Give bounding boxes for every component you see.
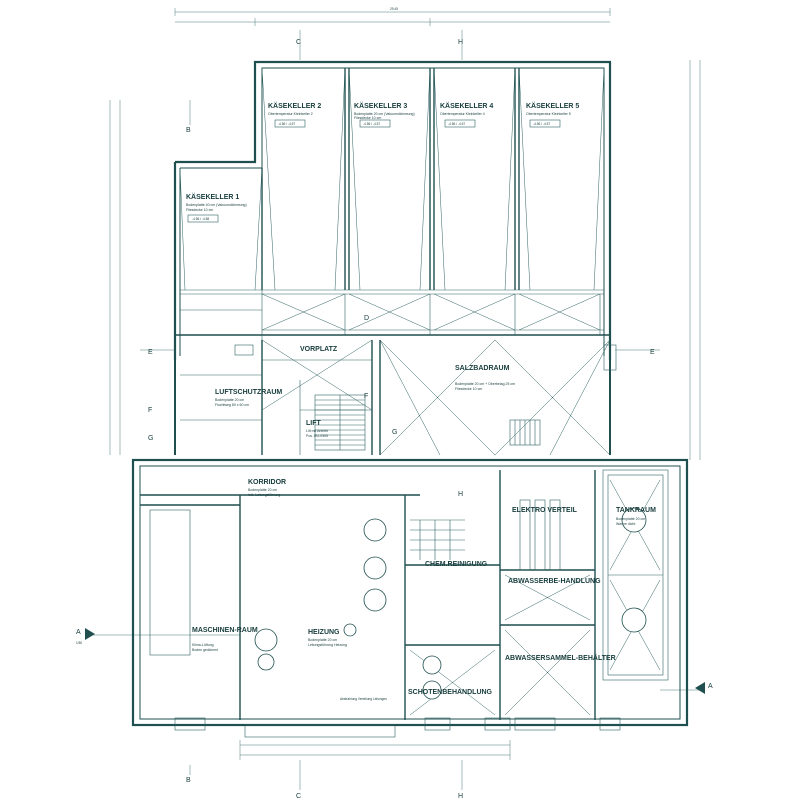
room-note: Bodenplatte 40 cm (Vakuumdämmung)	[186, 203, 247, 207]
level-tag: -4.56 / -4.57	[448, 122, 465, 126]
heating-tanks	[254, 507, 647, 700]
room-label-kaesekeller-4: KÄSEKELLER 4	[440, 102, 493, 110]
room-label-lift: LIFT	[306, 420, 321, 427]
level-tag: -4.56 / -4.57	[533, 122, 550, 126]
room-note: Fliesdecke 10 cm	[186, 208, 213, 212]
room-note: Bodenplatte 20 cm	[308, 638, 337, 642]
level-tag: -4.56 / -4.58	[192, 217, 209, 221]
section-mark-a-right: A	[708, 683, 713, 690]
section-scale: 1/50	[76, 641, 82, 645]
section-mark-c-top: C	[296, 39, 301, 46]
lower-walls	[131, 458, 689, 738]
room-label-kaesekeller-3: KÄSEKELLER 3	[354, 102, 407, 110]
room-label-tankraum: TANKRAUM	[616, 507, 656, 514]
room-label-chem-reinigung: CHEM.REINIGUNG	[425, 561, 488, 568]
room-note: inkl. Leitungsführung	[248, 493, 280, 497]
staircase	[314, 394, 366, 451]
room-note: Klima-Lüftung	[192, 643, 214, 647]
section-mark-b-bottom: B	[186, 777, 191, 784]
level-tag: -4.56 / -4.57	[278, 122, 295, 126]
room-note: Fluchtweg 80 x 60 cm	[215, 403, 249, 407]
section-markers: A 1/50 A B B C C D E E F F G G H H H	[76, 39, 713, 800]
room-note: Obertemperatur Kleinkeller 2	[268, 112, 313, 116]
room-note: Leitungsführung Heizung	[308, 643, 347, 647]
room-note: Lift mit Antrieb	[306, 429, 328, 433]
top-dimension: 29.45	[390, 7, 398, 11]
section-mark-e-left: E	[148, 349, 153, 356]
room-label-abwasserbehandlung: ABWASSERBE-HANDLUNG	[508, 578, 601, 585]
room-note: Pos. RU-0305	[306, 434, 328, 438]
room-label-abwassersammelbehaelter: ABWASSERSAMMEL-BEHÄLTER	[505, 654, 616, 662]
section-mark-g-right: G	[392, 429, 397, 436]
section-mark-a-left: A	[76, 629, 81, 636]
section-mark-d: D	[364, 315, 369, 322]
slope-lines	[179, 67, 605, 331]
room-label-vorplatz: VORPLATZ	[300, 346, 338, 353]
section-mark-h-mid: H	[458, 491, 463, 498]
section-mark-e-right: E	[650, 349, 655, 356]
room-label-heizung: HEIZUNG	[308, 629, 340, 636]
room-label-salzbadraum: SALZBADRAUM	[455, 365, 510, 372]
room-label-korridor: KORRIDOR	[248, 479, 286, 486]
room-label-maschinenraum: MASCHINEN-RAUM	[192, 627, 258, 634]
level-tag: -4.56 / -4.57	[363, 122, 380, 126]
section-cut-lines	[140, 30, 660, 790]
section-mark-b-top: B	[186, 127, 191, 134]
dimension-lines	[90, 8, 701, 760]
room-label-luftschutzraum: LUFTSCHUTZRAUM	[215, 389, 282, 396]
middle-walls	[174, 334, 617, 456]
room-note: Fliesdecke 10 cm	[455, 387, 482, 391]
room-note: Obertemperatur Kleinkeller 5	[526, 112, 571, 116]
section-mark-f-left: F	[148, 407, 152, 414]
cellar-partitions	[180, 68, 604, 350]
room-note: Boden gedämmt	[192, 648, 218, 652]
room-note: Wanne dicht	[616, 522, 635, 526]
room-note: Bodenplatte 20 cm	[215, 398, 244, 402]
room-label-kaesekeller-2: KÄSEKELLER 2	[268, 102, 321, 110]
room-label-schotenbehandlung: SCHOTENBEHANDLUNG	[408, 689, 493, 696]
room-note: Obertemperatur Kleinkeller 4	[440, 112, 485, 116]
room-label-elektro-verteil: ELEKTRO VERTEIL	[512, 507, 578, 514]
room-note: Bodenplatte 20 cm	[616, 517, 645, 521]
chem-steps	[410, 519, 465, 560]
room-note: Bodenplatte 20 cm	[248, 488, 277, 492]
section-mark-g-left: G	[148, 435, 153, 442]
section-mark-f-right: F	[364, 393, 368, 400]
room-note: Fliesdecke 10 cm	[354, 116, 381, 120]
room-label-kaesekeller-1: KÄSEKELLER 1	[186, 193, 239, 201]
section-mark-c-bottom: C	[296, 793, 301, 800]
lower-note: Abstrahlung Verteilung Leitungen	[340, 697, 387, 701]
section-mark-h-top: H	[458, 39, 463, 46]
room-label-kaesekeller-5: KÄSEKELLER 5	[526, 102, 579, 110]
salzbad-stair	[509, 419, 541, 446]
room-note: Bodenplatte 20 cm + Oberbelag 25 cm	[455, 382, 515, 386]
room-note: Bodenplatte 20 cm (Vakuumdämmung)	[354, 112, 415, 116]
section-mark-h-bottom: H	[458, 793, 463, 800]
cellar-labels: KÄSEKELLER 1 Bodenplatte 40 cm (Vakuumdä…	[186, 102, 579, 223]
